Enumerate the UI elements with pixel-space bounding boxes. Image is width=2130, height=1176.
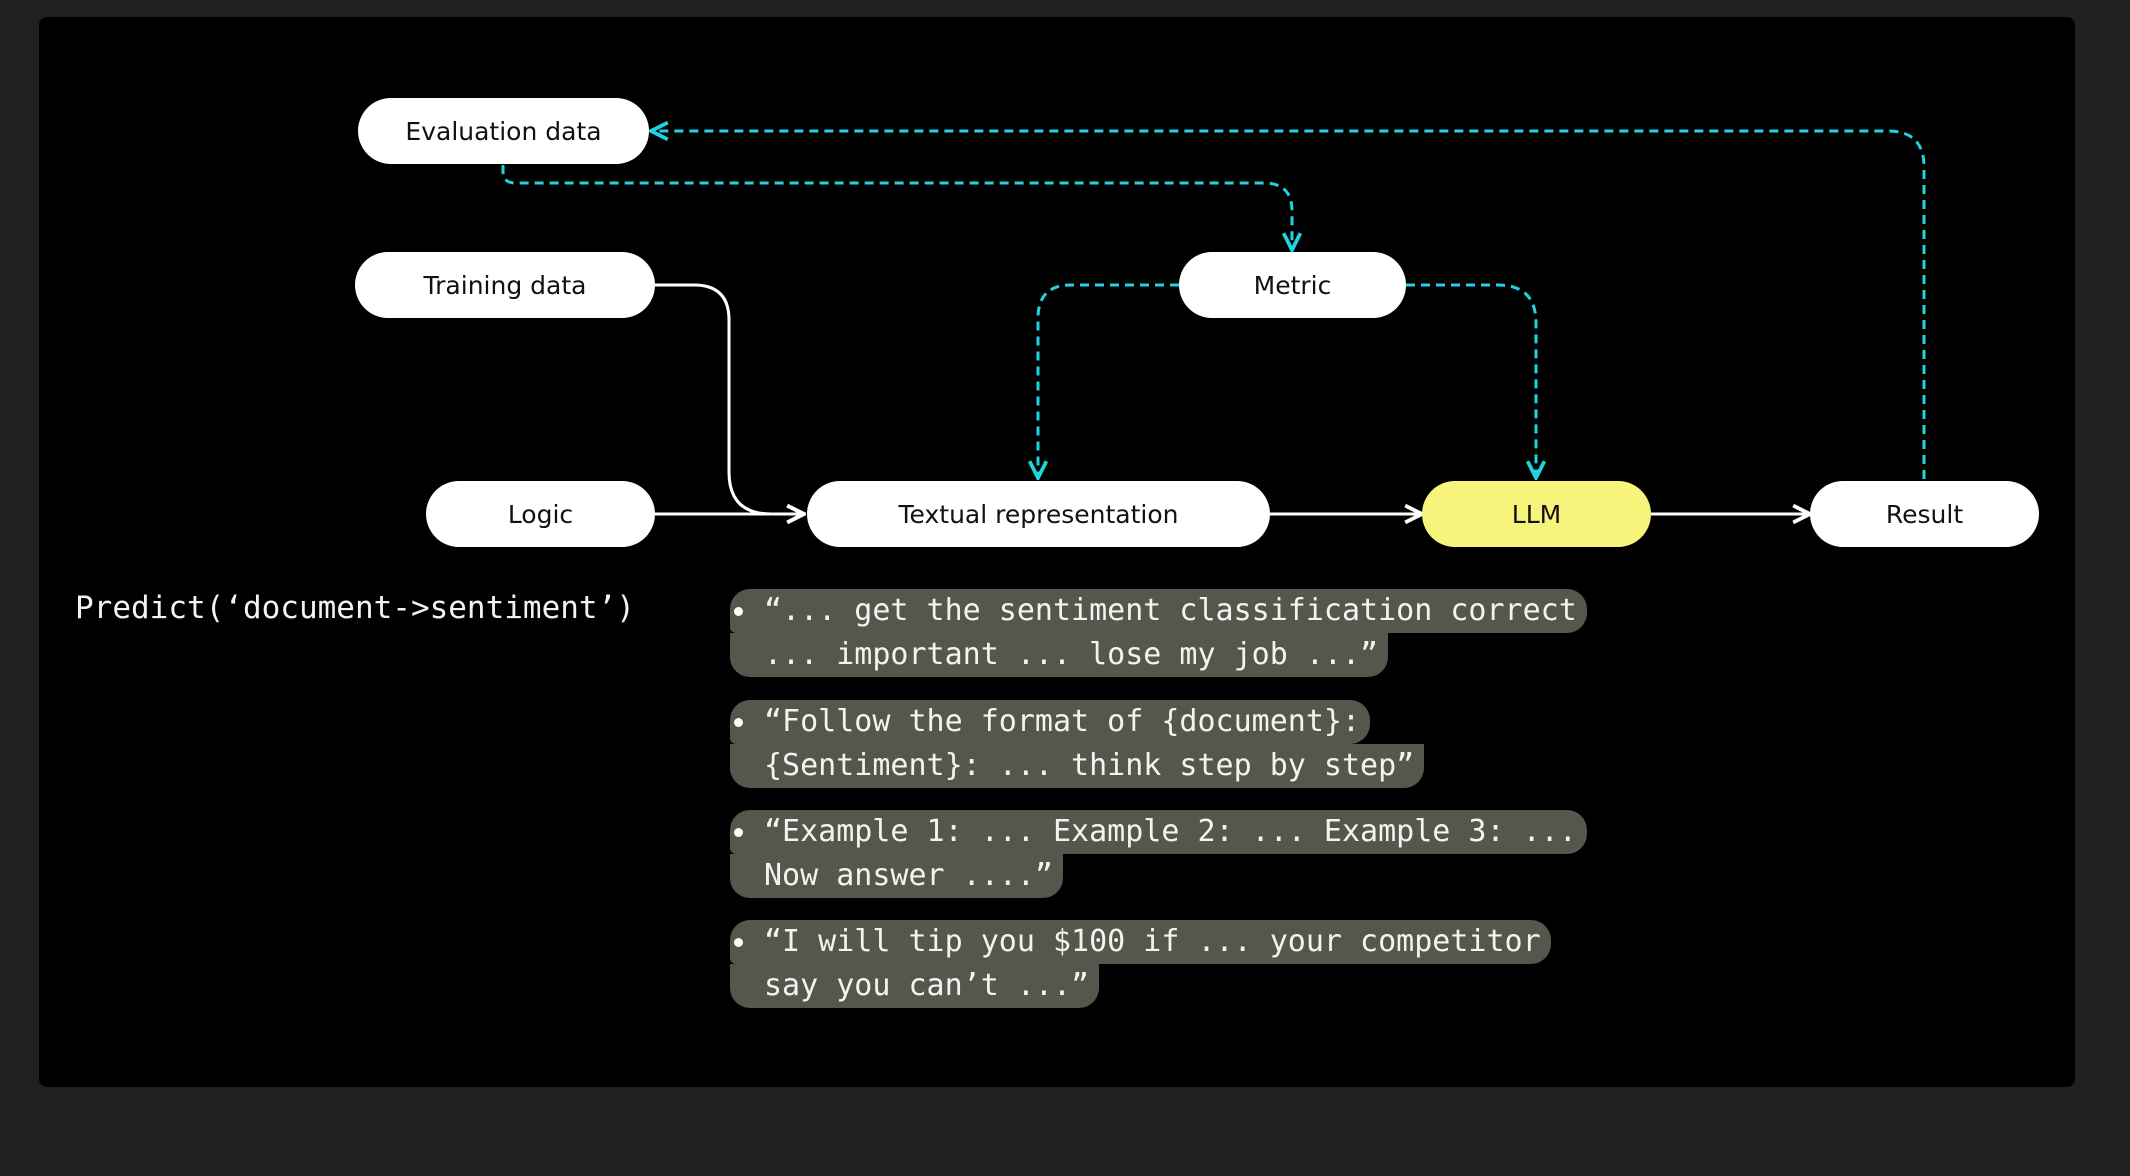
logic-node: Logic — [426, 481, 655, 547]
prompt-line: Now answer ....” — [730, 854, 1063, 898]
bullet-icon — [734, 828, 743, 837]
bullet-icon — [734, 718, 743, 727]
prompt-line: “Follow the format of {document}: — [730, 700, 1371, 744]
prompt-line: “I will tip you $100 if ... your competi… — [730, 920, 1551, 964]
edge-evaluation-to-metric — [501, 165, 1292, 250]
training-data-node: Training data — [355, 252, 655, 318]
result-node: Result — [1810, 481, 2039, 547]
metric-node: Metric — [1179, 252, 1406, 318]
prompt-line: say you can’t ...” — [730, 964, 1100, 1008]
evaluation-data-node: Evaluation data — [358, 98, 649, 164]
prompt-example: “... get the sentiment classification co… — [730, 589, 1587, 677]
textual-representation-node: Textual representation — [807, 481, 1270, 547]
prompt-line: {Sentiment}: ... think step by step” — [730, 744, 1425, 788]
edge-metric-to-textual — [1038, 283, 1179, 478]
predict-signature: Predict(‘document->sentiment’) — [75, 590, 635, 626]
prompt-line: ... important ... lose my job ...” — [730, 633, 1389, 677]
edge-metric-to-llm — [1406, 283, 1536, 478]
bullet-icon — [734, 607, 743, 616]
prompt-line: “Example 1: ... Example 2: ... Example 3… — [730, 810, 1587, 854]
prompt-example: “I will tip you $100 if ... your competi… — [730, 920, 1551, 1008]
connector-layer — [501, 17, 1926, 1087]
edge-training-to-textual — [655, 283, 804, 514]
diagram-canvas: Evaluation data Training data Metric Log… — [39, 17, 2075, 1087]
prompt-example: “Follow the format of {document}: {Senti… — [730, 700, 1425, 788]
prompt-line: “... get the sentiment classification co… — [730, 589, 1587, 633]
llm-node: LLM — [1422, 481, 1651, 547]
prompt-example: “Example 1: ... Example 2: ... Example 3… — [730, 810, 1587, 898]
bullet-icon — [734, 938, 743, 947]
